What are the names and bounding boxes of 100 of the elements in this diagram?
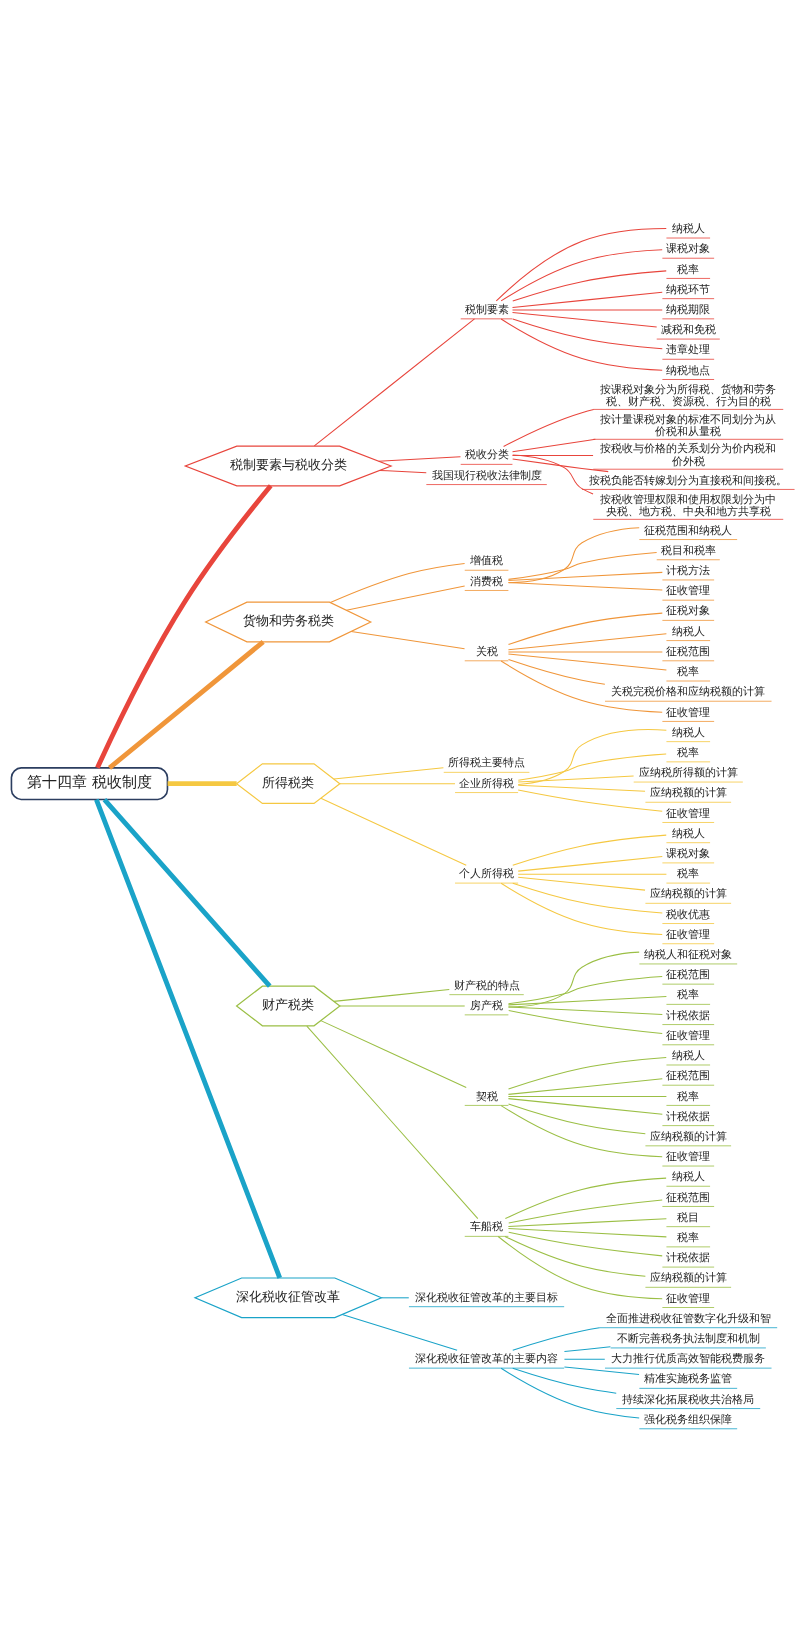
connector bbox=[306, 1025, 479, 1220]
connector bbox=[507, 1228, 667, 1238]
connector bbox=[508, 1056, 667, 1090]
connector bbox=[167, 781, 237, 787]
node-text: 深化税收征管改革的主要内容 bbox=[415, 1352, 559, 1366]
connector bbox=[563, 1358, 606, 1360]
node-text: 纳税人和征税对象 bbox=[644, 948, 733, 962]
connector bbox=[313, 318, 475, 447]
node-text: 税率 bbox=[677, 665, 700, 679]
connector bbox=[507, 633, 667, 651]
node-text: 征收管理 bbox=[666, 1150, 711, 1164]
connector bbox=[379, 469, 427, 474]
connector bbox=[508, 612, 663, 645]
node-text: 纳税人 bbox=[671, 1049, 705, 1063]
node-text: 消费税 bbox=[470, 574, 504, 588]
connector bbox=[517, 876, 646, 891]
connector bbox=[507, 1098, 663, 1115]
connector bbox=[503, 408, 595, 448]
connector bbox=[512, 318, 663, 350]
node-text: 纳税地点 bbox=[666, 363, 711, 377]
node-text: 房产税 bbox=[470, 998, 504, 1012]
connector bbox=[507, 1006, 663, 1015]
connector bbox=[512, 1367, 617, 1394]
connector bbox=[500, 660, 663, 713]
node-text: 纳税人 bbox=[671, 222, 705, 236]
node-text: 征收管理 bbox=[666, 927, 711, 941]
node-text: 征税范围 bbox=[666, 644, 711, 658]
connector bbox=[350, 630, 466, 650]
node-text: 征税范围 bbox=[666, 968, 711, 982]
node-text: 应纳税额的计算 bbox=[649, 786, 727, 800]
node-text: 计税方法 bbox=[666, 564, 711, 578]
node-text: 精准实施税务监管 bbox=[644, 1372, 733, 1386]
node-text: 按税收管理权限和使用权限划分为中央税、地方税、中央和地方共享税 bbox=[600, 492, 777, 518]
connector bbox=[329, 562, 466, 604]
connector bbox=[500, 882, 663, 935]
node-text: 税收分类 bbox=[464, 448, 509, 462]
node-text: 违章处理 bbox=[666, 343, 711, 357]
connector bbox=[512, 834, 667, 866]
node-text: 税率 bbox=[677, 988, 700, 1002]
node-text: 计税依据 bbox=[666, 1251, 711, 1265]
node-text: 全面推进税收征管数字化升级和智 bbox=[605, 1311, 771, 1325]
node-text: 税率 bbox=[677, 1089, 700, 1103]
connector bbox=[500, 249, 663, 302]
connector bbox=[563, 1366, 640, 1376]
node-text: 税率 bbox=[677, 745, 700, 759]
connector bbox=[507, 1096, 667, 1098]
node-text: 征税范围 bbox=[666, 1069, 711, 1083]
connector bbox=[512, 270, 667, 302]
connector bbox=[495, 227, 667, 302]
connector bbox=[500, 1105, 663, 1158]
node-text: 征税范围 bbox=[666, 1190, 711, 1204]
node-text: 应纳税所得额的计算 bbox=[638, 766, 738, 780]
connector bbox=[512, 291, 663, 308]
connector bbox=[512, 438, 596, 453]
connector bbox=[512, 882, 663, 914]
node-text: 不断完善税务执法制度和机制 bbox=[616, 1332, 760, 1346]
connector bbox=[95, 484, 273, 769]
node-text: 应纳税额的计算 bbox=[649, 1129, 727, 1143]
node-text: 契税 bbox=[475, 1089, 498, 1103]
connector bbox=[339, 783, 456, 785]
connector bbox=[497, 1236, 663, 1300]
connector bbox=[563, 1346, 611, 1352]
connector bbox=[507, 975, 663, 1005]
connector bbox=[507, 551, 658, 580]
node-text: 税率 bbox=[677, 262, 700, 276]
connector bbox=[508, 1103, 646, 1135]
node-text: 税目 bbox=[677, 1210, 700, 1224]
connector bbox=[345, 585, 466, 611]
node-text: 减税和免税 bbox=[660, 323, 716, 337]
connector bbox=[517, 784, 646, 792]
node-text: 按税负能否转嫁划分为直接税和间接税。 bbox=[589, 473, 788, 487]
node-text: 应纳税额的计算 bbox=[649, 887, 727, 901]
node-text: 征收管理 bbox=[666, 806, 711, 820]
connector bbox=[512, 311, 658, 328]
connector bbox=[94, 798, 282, 1279]
node-text: 按税收与价格的关系划分为价内税和价外税 bbox=[600, 442, 777, 468]
node-text: 课税对象 bbox=[666, 847, 711, 860]
connector bbox=[339, 1005, 466, 1007]
node-text: 增值税 bbox=[470, 554, 504, 568]
connector bbox=[512, 454, 594, 495]
connector bbox=[333, 989, 450, 1002]
node-box: 第十四章 税收制度 bbox=[10, 767, 169, 801]
node-text: 征收管理 bbox=[666, 584, 711, 598]
node-text: 关税 bbox=[475, 644, 498, 658]
node-text: 强化税务组织保障 bbox=[644, 1412, 733, 1426]
node-text: 所得税主要特点 bbox=[448, 756, 526, 770]
node-text: 纳税环节 bbox=[666, 282, 711, 296]
connector bbox=[508, 1231, 663, 1257]
node-text: 纳税人 bbox=[671, 1170, 705, 1184]
connector bbox=[341, 1313, 458, 1351]
connector bbox=[507, 996, 667, 1006]
connector bbox=[500, 1367, 640, 1419]
connector bbox=[512, 458, 609, 473]
connector bbox=[507, 653, 667, 671]
node-text: 课税对象 bbox=[666, 242, 711, 256]
node-text: 企业所得税 bbox=[459, 776, 515, 790]
node-text: 征收管理 bbox=[666, 1291, 711, 1305]
node-text: 按课税对象分为所得税、货物和劳务税、财产税、资源税、行为目的税 bbox=[600, 382, 777, 408]
node-text: 持续深化拓展税收共治格局 bbox=[622, 1392, 755, 1406]
node-text: 税收优惠 bbox=[666, 907, 711, 921]
